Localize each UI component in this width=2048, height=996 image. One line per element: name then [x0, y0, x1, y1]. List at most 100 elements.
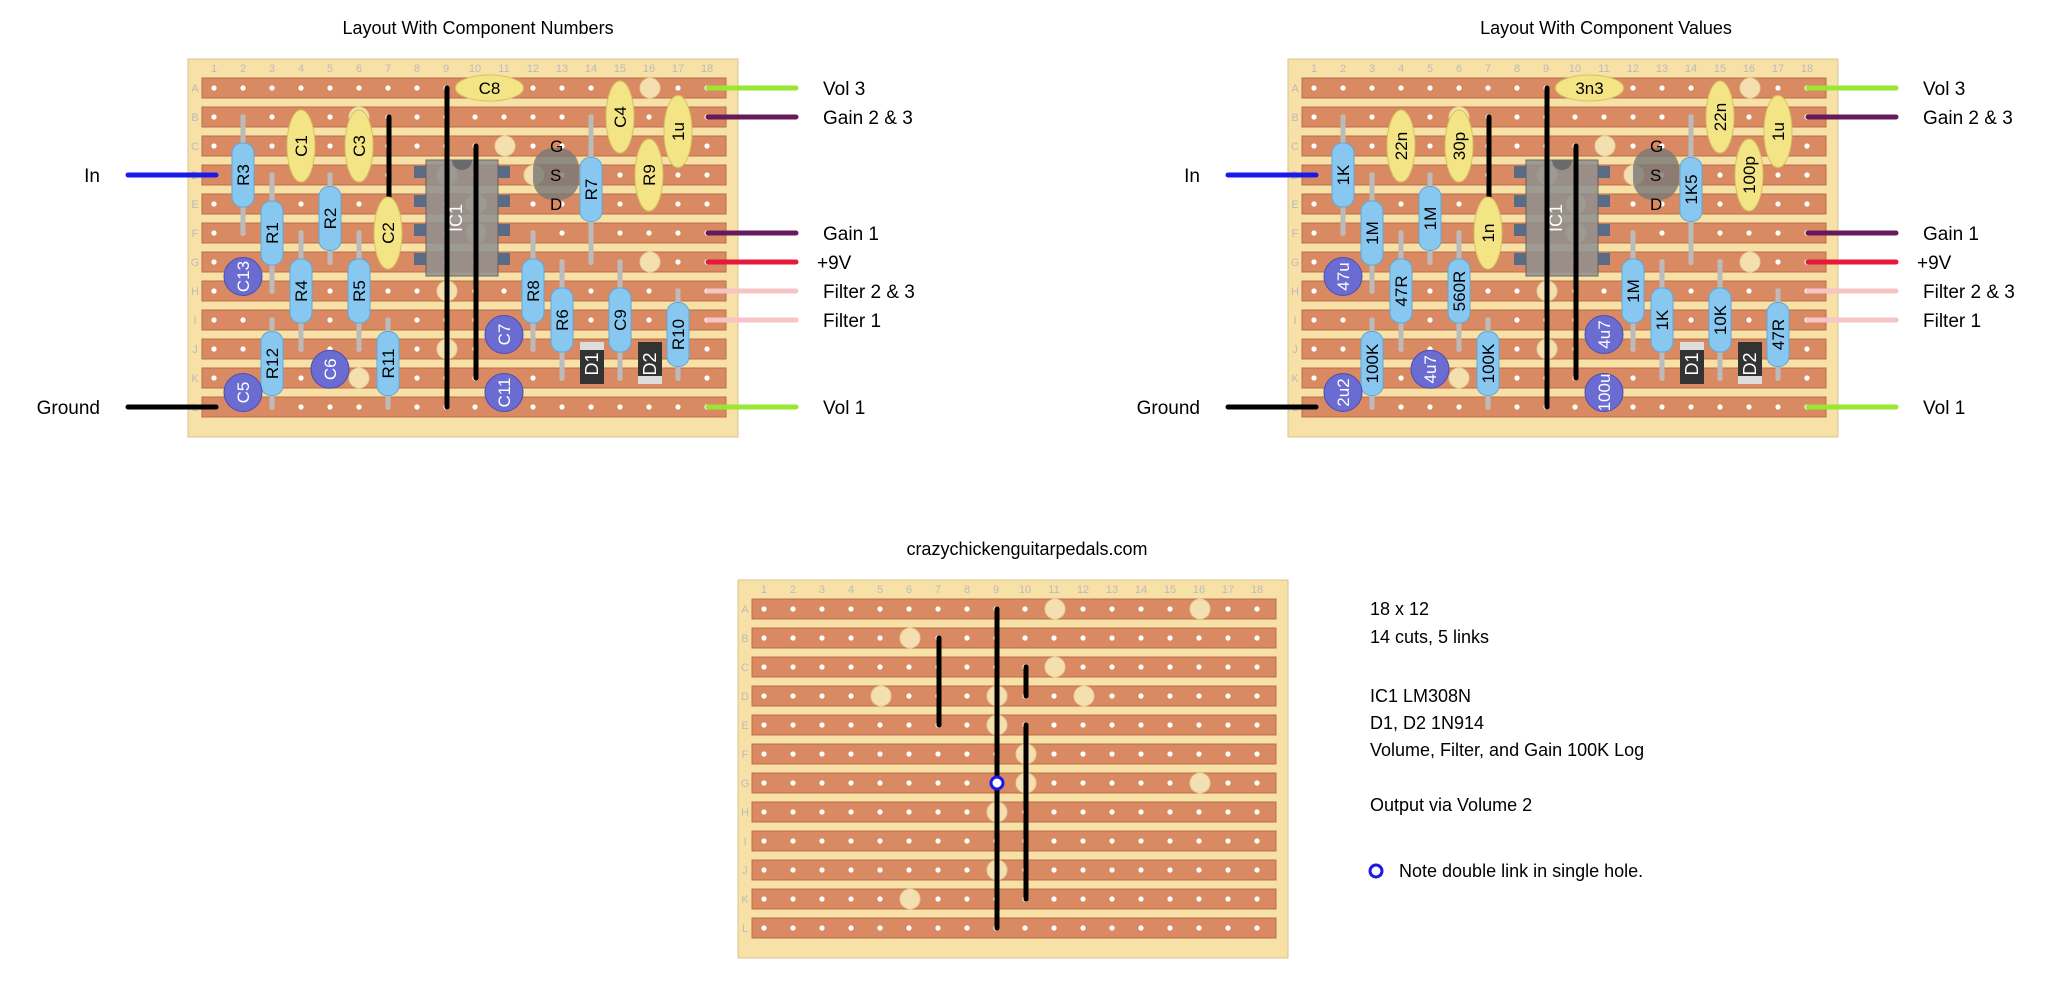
row-label: K: [1291, 373, 1299, 385]
hole: [414, 114, 420, 120]
film-capacitor: 100p: [1734, 138, 1764, 212]
resistor: 1M: [1621, 230, 1645, 352]
trace-cut: [494, 135, 516, 157]
hole: [385, 85, 391, 91]
hole: [1456, 404, 1462, 410]
hole: [211, 317, 217, 323]
hole: [269, 143, 275, 149]
electrolytic-capacitor: C5: [223, 373, 263, 412]
film-capacitor: R9: [634, 138, 664, 212]
hole: [704, 172, 710, 178]
hole: [327, 317, 333, 323]
hole: [269, 85, 275, 91]
capacitor-label: C11: [495, 378, 514, 408]
hole: [906, 867, 912, 873]
ic-label: IC1: [446, 204, 466, 232]
hole: [1051, 751, 1057, 757]
hole: [877, 664, 883, 670]
row-label: G: [191, 257, 200, 269]
hole: [906, 664, 912, 670]
resistor-label: R3: [234, 164, 253, 186]
hole: [240, 317, 246, 323]
hole: [1514, 404, 1520, 410]
hole: [761, 751, 767, 757]
label-vol3: Vol 3: [1923, 79, 1965, 100]
column-number: 17: [672, 63, 684, 75]
hole: [1225, 867, 1231, 873]
capacitor-body: [1386, 109, 1416, 183]
hole: [1398, 404, 1404, 410]
transistor-pin-d: D: [1650, 195, 1662, 214]
hole: [1775, 259, 1781, 265]
trace-cut: [870, 685, 892, 707]
trace-cut: [1073, 685, 1095, 707]
row-label: G: [1291, 257, 1300, 269]
hole: [472, 404, 478, 410]
hole: [1109, 838, 1115, 844]
capacitor-body: [484, 373, 524, 412]
resistor-body: [1679, 157, 1703, 222]
hole: [1138, 780, 1144, 786]
capacitor-body: [1555, 74, 1624, 102]
electrolytic-capacitor: 2u2: [1323, 373, 1363, 412]
hole: [1427, 404, 1433, 410]
hole: [1514, 288, 1520, 294]
hole: [1369, 85, 1375, 91]
hole: [530, 114, 536, 120]
hole: [501, 288, 507, 294]
column-number: 12: [1627, 63, 1639, 75]
hole: [877, 809, 883, 815]
hole: [1311, 346, 1317, 352]
hole: [964, 896, 970, 902]
resistor: R2: [318, 172, 342, 265]
hole: [761, 606, 767, 612]
resistor-body: [1476, 331, 1500, 396]
hole: [1080, 867, 1086, 873]
column-number: 5: [877, 584, 883, 596]
right-wires: [1225, 85, 1899, 410]
hole: [1254, 809, 1260, 815]
hole: [472, 114, 478, 120]
hole: [1109, 867, 1115, 873]
hole: [1167, 751, 1173, 757]
hole: [1254, 838, 1260, 844]
capacitor-label: C2: [379, 222, 398, 244]
film-capacitor: 30p: [1444, 109, 1474, 183]
hole: [964, 606, 970, 612]
trace-cut: [1739, 251, 1761, 273]
hole: [848, 751, 854, 757]
ic-notch: [1552, 160, 1572, 170]
hole: [848, 780, 854, 786]
hole: [1254, 693, 1260, 699]
hole: [675, 404, 681, 410]
double-link-legend-icon: [1368, 863, 1384, 879]
hole: [1311, 259, 1317, 265]
hole: [790, 722, 796, 728]
column-number: 15: [614, 63, 626, 75]
hole: [675, 201, 681, 207]
hole: [1254, 780, 1260, 786]
hole: [1167, 606, 1173, 612]
hole: [1225, 838, 1231, 844]
hole: [1080, 635, 1086, 641]
hole: [935, 925, 941, 931]
hole: [819, 867, 825, 873]
column-number: 17: [1222, 584, 1234, 596]
hole: [1051, 635, 1057, 641]
resistor: 560R: [1447, 230, 1471, 352]
hole: [1514, 346, 1520, 352]
row-label: L: [742, 923, 748, 935]
hole: [617, 201, 623, 207]
hole: [906, 722, 912, 728]
film-capacitor: C3: [344, 109, 374, 183]
column-number: 10: [469, 63, 481, 75]
hole: [1051, 809, 1057, 815]
hole: [1456, 201, 1462, 207]
hole: [935, 606, 941, 612]
column-number: 12: [527, 63, 539, 75]
column-number: 3: [269, 63, 275, 75]
hole: [935, 780, 941, 786]
resistor: 47R: [1389, 230, 1413, 352]
resistor-body: [1621, 258, 1645, 324]
